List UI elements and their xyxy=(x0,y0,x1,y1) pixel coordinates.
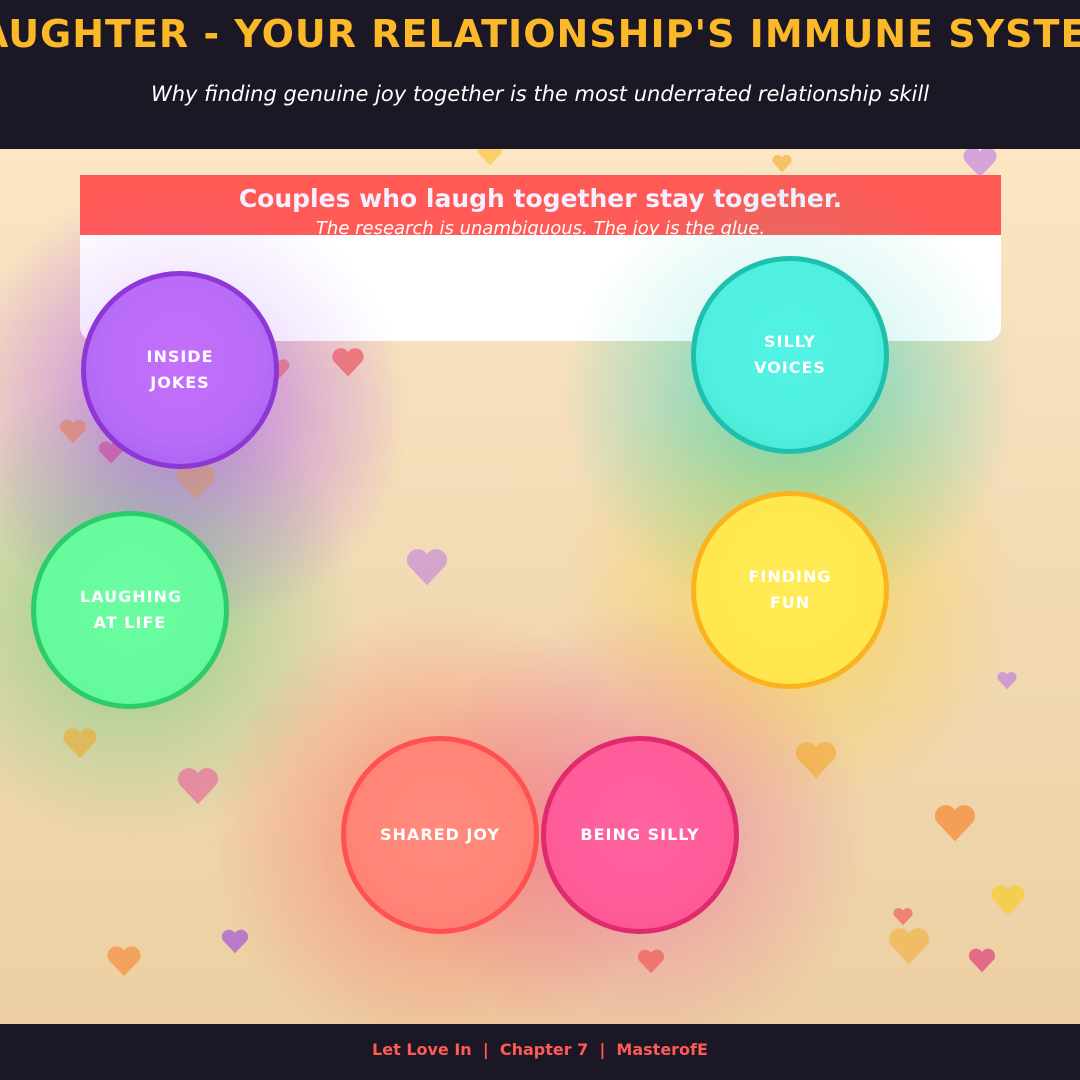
heart-icon xyxy=(997,671,1017,690)
footer-bar: Let Love In | Chapter 7 | MasterofE xyxy=(0,1024,1080,1080)
heart-icon xyxy=(893,907,913,926)
bubble-label: LAUGHING AT LIFE xyxy=(80,587,183,632)
heart-icon xyxy=(772,154,792,173)
page-subtitle: Why finding genuine joy together is the … xyxy=(150,82,930,106)
heart-icon xyxy=(59,419,87,444)
bubble-being-silly: BEING SILLY xyxy=(541,736,739,934)
bubble-label: SHARED JOY xyxy=(380,825,500,844)
footer-credits: Let Love In | Chapter 7 | MasterofE xyxy=(372,1040,708,1059)
bubble-label: BEING SILLY xyxy=(580,825,700,844)
banner-subline: The research is unambiguous. The joy is … xyxy=(315,218,766,239)
bubble-label: FINDING FUN xyxy=(748,567,832,612)
heart-icon xyxy=(332,348,364,377)
heart-icon xyxy=(968,948,996,973)
heart-icon xyxy=(477,149,503,166)
banner-headline: Couples who laugh together stay together… xyxy=(238,184,843,213)
heart-icon xyxy=(795,742,837,779)
heart-icon xyxy=(63,728,97,759)
heart-icon xyxy=(107,946,141,977)
bubble-finding-fun: FINDING FUN xyxy=(691,491,889,689)
heart-icon xyxy=(991,885,1025,916)
bubble-laughing-at-life: LAUGHING AT LIFE xyxy=(31,511,229,709)
bubble-label: INSIDE JOKES xyxy=(146,347,214,392)
main-stage: Couples who laugh together stay together… xyxy=(0,149,1080,1024)
heart-icon xyxy=(637,949,665,974)
heart-icon xyxy=(406,549,448,586)
heart-icon xyxy=(934,805,976,842)
banner-header xyxy=(80,175,1001,235)
bubble-silly-voices: SILLY VOICES xyxy=(691,256,889,454)
header-bar: LAUGHTER - YOUR RELATIONSHIP'S IMMUNE SY… xyxy=(0,0,1080,149)
bubble-shared-joy: SHARED JOY xyxy=(341,736,539,934)
bubble-inside-jokes: INSIDE JOKES xyxy=(81,271,279,469)
heart-icon xyxy=(888,928,930,965)
bubble-label: SILLY VOICES xyxy=(754,332,826,377)
heart-icon xyxy=(221,929,249,954)
page-title: LAUGHTER - YOUR RELATIONSHIP'S IMMUNE SY… xyxy=(0,12,1080,56)
heart-icon xyxy=(177,768,219,805)
